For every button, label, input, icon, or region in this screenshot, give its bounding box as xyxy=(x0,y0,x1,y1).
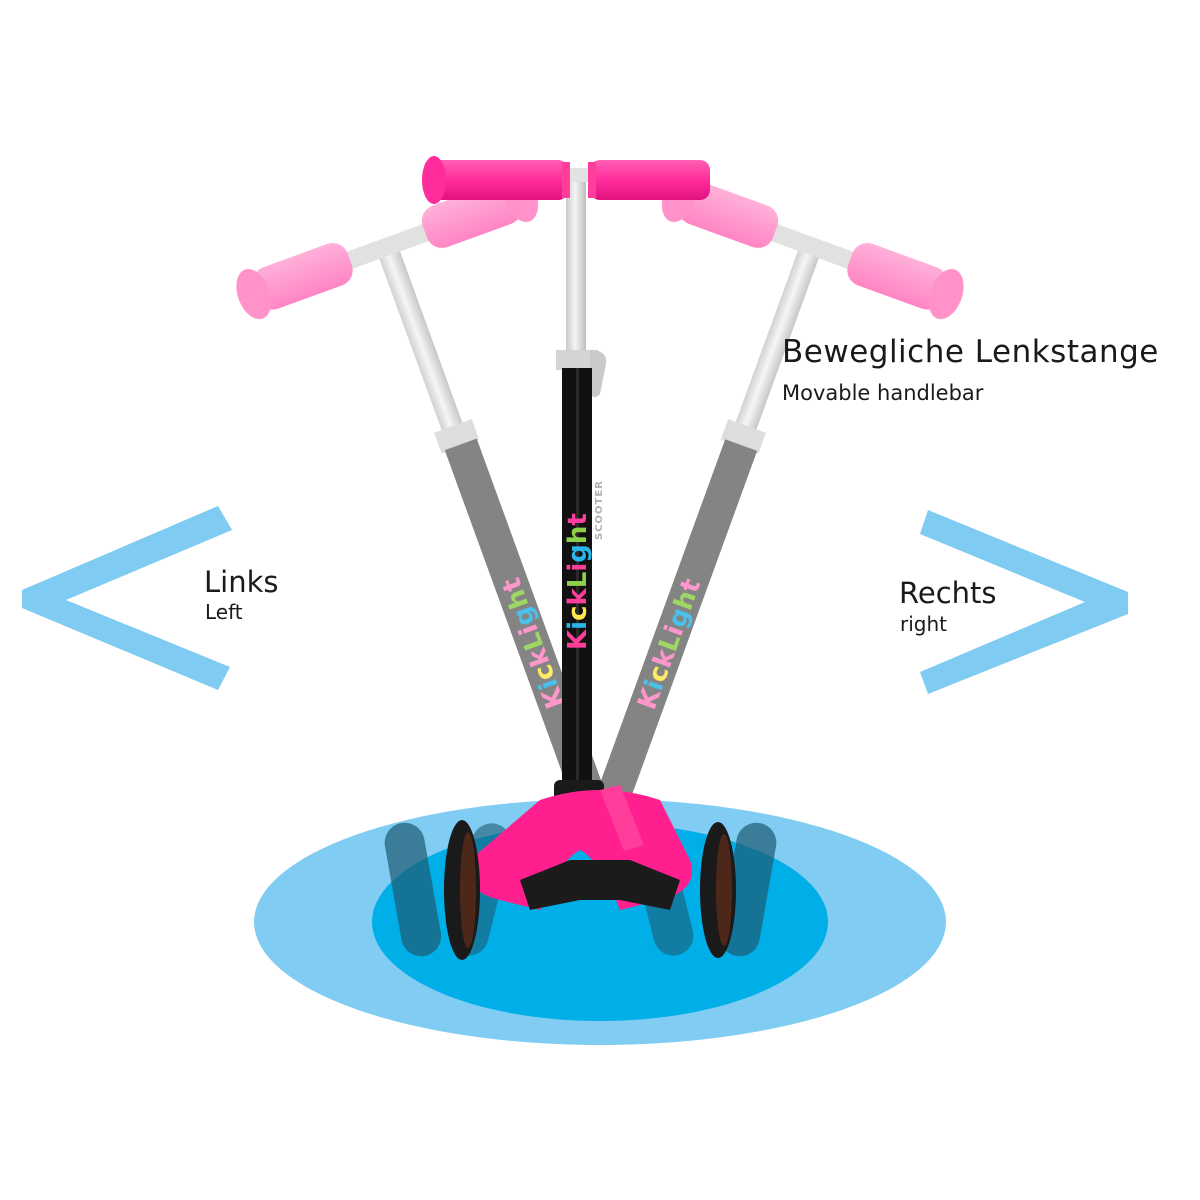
feature-subtitle: Movable handlebar xyxy=(782,381,984,405)
feature-title: Bewegliche Lenkstange xyxy=(782,334,1159,370)
brand-text-left: KickLight xyxy=(497,573,572,712)
handlebar-right-position: KickLight xyxy=(588,171,964,827)
brand-text-right: KickLight xyxy=(632,575,707,714)
chevron-left-icon xyxy=(22,506,232,690)
right-direction-label: Rechts xyxy=(899,576,997,610)
left-direction-label: Links xyxy=(204,565,279,599)
brand-text-center: KickLight xyxy=(563,513,593,650)
scooter-text-center: SCOOTER xyxy=(594,480,605,540)
handlebar-center-position: KickLight SCOOTER xyxy=(422,156,710,825)
handlebar-left-position: KickLight xyxy=(236,171,614,827)
right-direction-sublabel: right xyxy=(900,612,947,636)
left-direction-sublabel: Left xyxy=(205,600,243,624)
scooter-base xyxy=(384,785,777,960)
chevron-right-icon xyxy=(920,510,1128,694)
